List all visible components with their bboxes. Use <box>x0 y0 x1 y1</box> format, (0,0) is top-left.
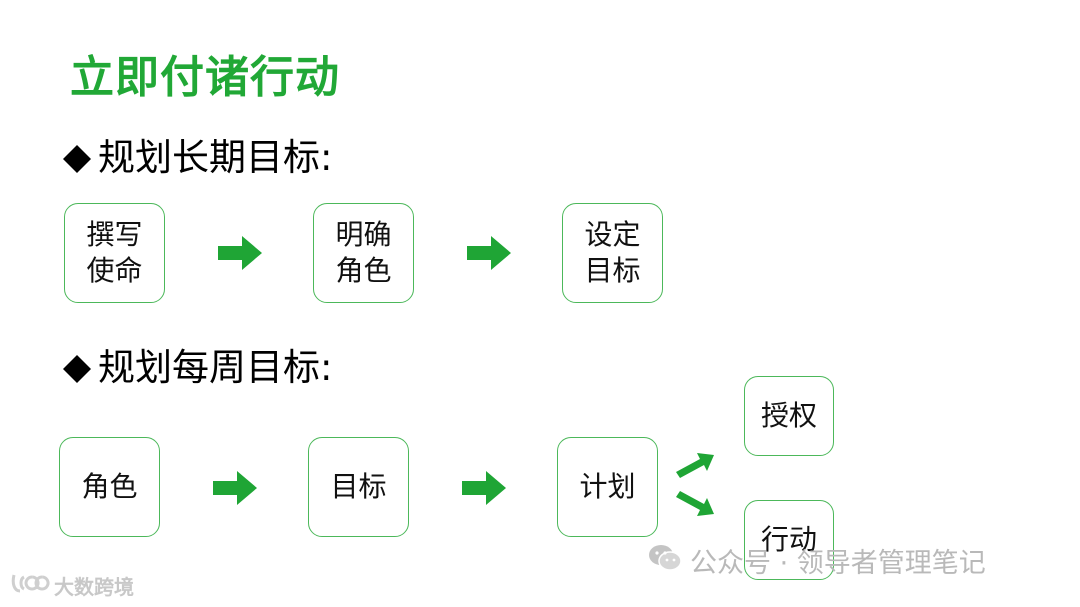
section-heading-text: 规划每周目标: <box>98 346 333 389</box>
page-title: 立即付诸行动 <box>70 52 340 103</box>
up-right-arrow-icon <box>674 447 716 479</box>
right-arrow-icon <box>462 471 506 505</box>
section-heading-text: 规划长期目标: <box>98 136 333 179</box>
watermark: 公众号 · 领导者管理笔记 <box>648 542 986 586</box>
branch-box-delegate: 授权 <box>744 376 834 456</box>
step-box-goal: 目标 <box>308 437 409 537</box>
branch-label: 行动 <box>760 523 817 556</box>
step-label: 撰写使命 <box>86 218 143 287</box>
brand-logo-icon <box>10 571 50 602</box>
step-label: 计划 <box>579 470 636 503</box>
right-arrow-icon <box>467 236 511 270</box>
brand-watermark: 大数跨境 <box>10 571 134 602</box>
down-right-arrow-icon <box>674 490 716 522</box>
section-heading-long-term: 规划长期目标: <box>62 133 332 183</box>
branch-box-action: 行动 <box>744 500 834 580</box>
brand-text: 大数跨境 <box>54 574 134 599</box>
step-box-plan: 计划 <box>557 437 658 537</box>
step-box-write-mission: 撰写使命 <box>64 203 165 303</box>
right-arrow-icon <box>213 471 257 505</box>
step-label: 明确角色 <box>335 218 392 287</box>
step-label: 设定目标 <box>584 218 641 287</box>
diamond-bullet-icon <box>62 133 98 183</box>
step-box-role: 角色 <box>59 437 160 537</box>
step-box-clarify-role: 明确角色 <box>313 203 414 303</box>
step-label: 目标 <box>330 470 387 503</box>
right-arrow-icon <box>218 236 262 270</box>
diamond-bullet-icon <box>62 343 98 393</box>
wechat-icon <box>648 542 682 586</box>
step-label: 角色 <box>81 470 138 503</box>
branch-label: 授权 <box>760 399 817 432</box>
watermark-text: 公众号 · 领导者管理笔记 <box>690 548 986 579</box>
step-box-set-goals: 设定目标 <box>562 203 663 303</box>
section-heading-weekly: 规划每周目标: <box>62 343 332 393</box>
